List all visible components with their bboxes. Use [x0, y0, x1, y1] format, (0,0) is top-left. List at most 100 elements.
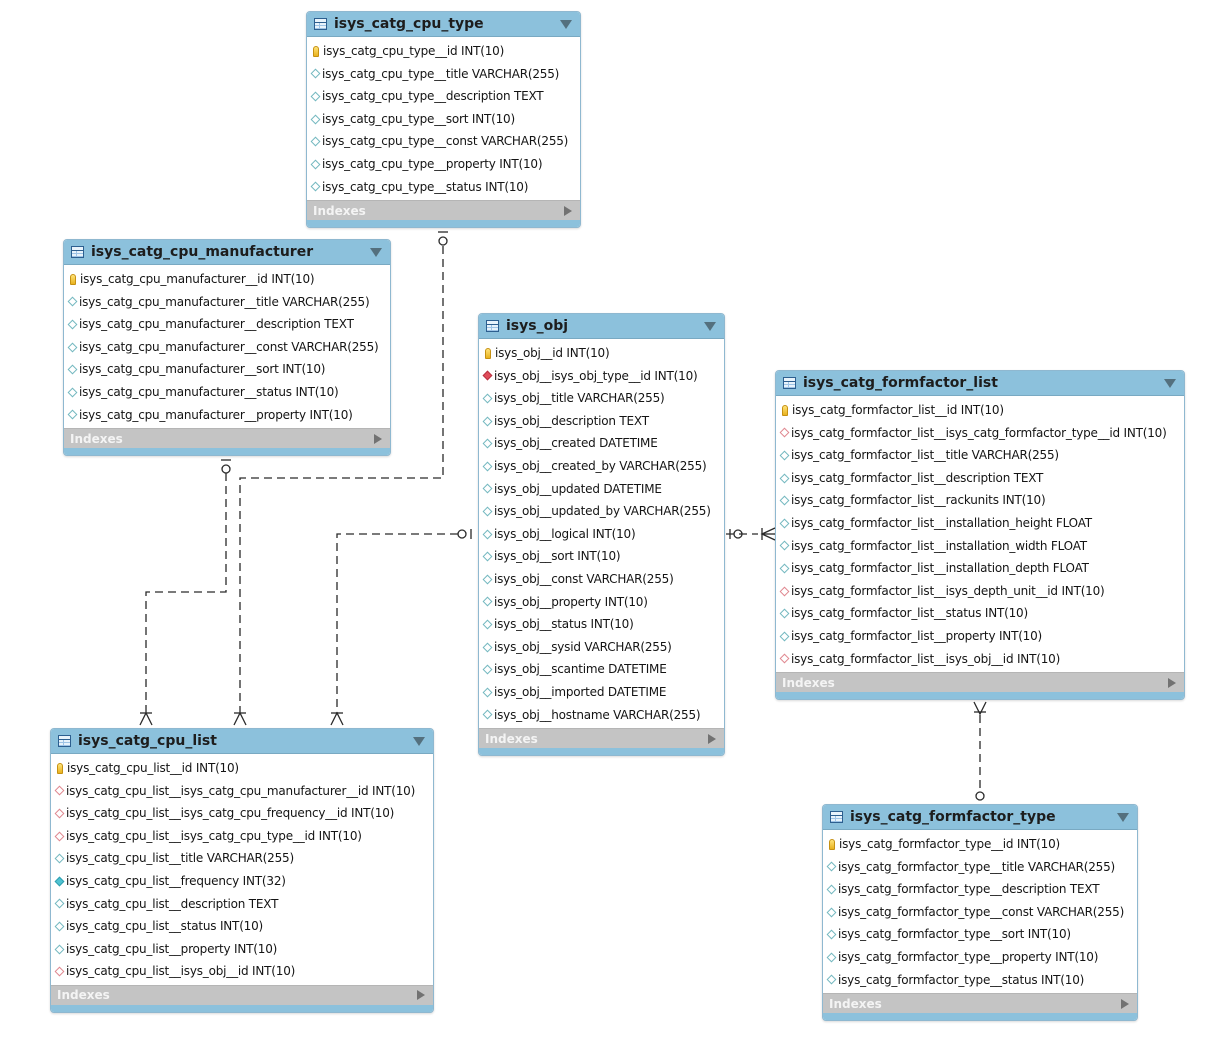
- table-column-row[interactable]: isys_catg_cpu_list__status INT(10): [51, 915, 433, 938]
- table-column-row[interactable]: isys_catg_cpu_list__description TEXT: [51, 893, 433, 916]
- expand-arrow-icon[interactable]: [708, 733, 716, 744]
- column-icon: [482, 461, 493, 472]
- column-label: isys_catg_cpu_list__title VARCHAR(255): [66, 851, 294, 866]
- table-column-row[interactable]: isys_catg_formfactor_list__title VARCHAR…: [776, 444, 1184, 467]
- table-column-row[interactable]: isys_catg_cpu_type__status INT(10): [307, 176, 580, 199]
- table-column-row[interactable]: isys_catg_cpu_manufacturer__const VARCHA…: [64, 336, 390, 359]
- collapse-arrow-icon[interactable]: [560, 19, 572, 29]
- table-column-row[interactable]: isys_catg_formfactor_list__description T…: [776, 467, 1184, 490]
- table-column-row[interactable]: isys_catg_formfactor_list__installation_…: [776, 535, 1184, 558]
- column-label: isys_catg_cpu_list__status INT(10): [66, 919, 264, 934]
- table-column-row[interactable]: isys_catg_formfactor_list__installation_…: [776, 512, 1184, 535]
- table-column-row[interactable]: isys_catg_formfactor_list__isys_catg_for…: [776, 422, 1184, 445]
- table-column-row[interactable]: isys_catg_cpu_list__isys_catg_cpu_freque…: [51, 802, 433, 825]
- expand-arrow-icon[interactable]: [374, 433, 382, 444]
- collapse-arrow-icon[interactable]: [1164, 378, 1176, 388]
- table-column-row[interactable]: isys_obj__imported DATETIME: [479, 681, 724, 704]
- table-column-row[interactable]: isys_obj__logical INT(10): [479, 523, 724, 546]
- table-column-row[interactable]: isys_obj__sysid VARCHAR(255): [479, 636, 724, 659]
- table-column-row[interactable]: isys_obj__property INT(10): [479, 591, 724, 614]
- table-column-row[interactable]: isys_obj__updated_by VARCHAR(255): [479, 500, 724, 523]
- expand-arrow-icon[interactable]: [1168, 677, 1176, 688]
- indexes-section[interactable]: Indexes: [307, 200, 580, 221]
- collapse-arrow-icon[interactable]: [413, 736, 425, 746]
- table-column-row[interactable]: isys_catg_formfactor_type__property INT(…: [823, 946, 1137, 969]
- table-column-row[interactable]: isys_catg_formfactor_list__status INT(10…: [776, 602, 1184, 625]
- table-isys-catg-formfactor-list[interactable]: isys_catg_formfactor_list isys_catg_form…: [775, 370, 1185, 701]
- table-header[interactable]: isys_catg_formfactor_list: [776, 371, 1184, 396]
- table-header[interactable]: isys_catg_cpu_manufacturer: [64, 240, 390, 265]
- foreign-key-required-icon: [482, 370, 493, 381]
- table-column-row[interactable]: isys_catg_cpu_type__const VARCHAR(255): [307, 130, 580, 153]
- table-column-row[interactable]: isys_catg_formfactor_type__description T…: [823, 878, 1137, 901]
- table-isys-catg-cpu-manufacturer[interactable]: isys_catg_cpu_manufacturer isys_catg_cpu…: [63, 239, 391, 457]
- table-isys-catg-cpu-list[interactable]: isys_catg_cpu_list isys_catg_cpu_list__i…: [50, 728, 434, 1013]
- column-label: isys_catg_formfactor_list__status INT(10…: [791, 606, 1028, 621]
- table-column-row[interactable]: isys_catg_cpu_manufacturer__title VARCHA…: [64, 291, 390, 314]
- table-header[interactable]: isys_catg_formfactor_type: [823, 805, 1137, 830]
- table-column-row[interactable]: isys_obj__sort INT(10): [479, 545, 724, 568]
- table-column-row[interactable]: isys_catg_cpu_manufacturer__sort INT(10): [64, 358, 390, 381]
- table-column-row[interactable]: isys_catg_cpu_manufacturer__description …: [64, 313, 390, 336]
- table-column-row[interactable]: isys_obj__description TEXT: [479, 410, 724, 433]
- table-column-row[interactable]: isys_catg_formfactor_type__title VARCHAR…: [823, 856, 1137, 879]
- indexes-section[interactable]: Indexes: [479, 728, 724, 749]
- table-header[interactable]: isys_catg_cpu_list: [51, 729, 433, 754]
- table-column-row[interactable]: isys_catg_cpu_list__title VARCHAR(255): [51, 847, 433, 870]
- table-column-row[interactable]: isys_catg_formfactor_list__id INT(10): [776, 399, 1184, 422]
- table-column-row[interactable]: isys_obj__const VARCHAR(255): [479, 568, 724, 591]
- table-column-row[interactable]: isys_catg_cpu_manufacturer__property INT…: [64, 404, 390, 427]
- table-column-row[interactable]: isys_obj__scantime DATETIME: [479, 658, 724, 681]
- expand-arrow-icon[interactable]: [564, 205, 572, 216]
- table-isys-catg-cpu-type[interactable]: isys_catg_cpu_type isys_catg_cpu_type__i…: [306, 11, 581, 229]
- table-column-row[interactable]: isys_obj__status INT(10): [479, 613, 724, 636]
- table-column-row[interactable]: isys_obj__isys_obj_type__id INT(10): [479, 365, 724, 388]
- table-column-row[interactable]: isys_obj__created_by VARCHAR(255): [479, 455, 724, 478]
- table-column-row[interactable]: isys_obj__title VARCHAR(255): [479, 387, 724, 410]
- table-column-row[interactable]: isys_catg_formfactor_list__rackunits INT…: [776, 489, 1184, 512]
- table-column-row[interactable]: isys_obj__created DATETIME: [479, 432, 724, 455]
- table-column-row[interactable]: isys_catg_formfactor_list__isys_depth_un…: [776, 580, 1184, 603]
- table-column-row[interactable]: isys_catg_cpu_type__id INT(10): [307, 40, 580, 63]
- table-column-row[interactable]: isys_catg_cpu_manufacturer__id INT(10): [64, 268, 390, 291]
- table-column-row[interactable]: isys_catg_cpu_list__isys_catg_cpu_type__…: [51, 825, 433, 848]
- relation-cpu-manufacturer-to-cpu-list: [145, 473, 227, 713]
- table-column-row[interactable]: isys_obj__hostname VARCHAR(255): [479, 704, 724, 727]
- column-icon: [54, 944, 65, 954]
- table-column-row[interactable]: isys_catg_formfactor_type__status INT(10…: [823, 969, 1137, 992]
- table-column-row[interactable]: isys_catg_cpu_type__property INT(10): [307, 153, 580, 176]
- table-column-row[interactable]: isys_catg_cpu_list__property INT(10): [51, 938, 433, 961]
- table-isys-catg-formfactor-type[interactable]: isys_catg_formfactor_type isys_catg_form…: [822, 804, 1138, 1022]
- table-column-row[interactable]: isys_catg_formfactor_list__isys_obj__id …: [776, 648, 1184, 671]
- table-column-row[interactable]: isys_catg_cpu_type__title VARCHAR(255): [307, 63, 580, 86]
- table-column-row[interactable]: isys_catg_cpu_type__sort INT(10): [307, 108, 580, 131]
- indexes-section[interactable]: Indexes: [51, 984, 433, 1005]
- expand-arrow-icon[interactable]: [417, 990, 425, 1001]
- table-header[interactable]: isys_obj: [479, 314, 724, 339]
- table-column-row[interactable]: isys_catg_formfactor_list__installation_…: [776, 557, 1184, 580]
- table-column-row[interactable]: isys_catg_formfactor_type__id INT(10): [823, 833, 1137, 856]
- table-column-row[interactable]: isys_catg_formfactor_type__sort INT(10): [823, 923, 1137, 946]
- table-column-row[interactable]: isys_catg_cpu_type__description TEXT: [307, 85, 580, 108]
- table-column-row[interactable]: isys_catg_cpu_list__id INT(10): [51, 757, 433, 780]
- table-column-row[interactable]: isys_catg_cpu_list__isys_catg_cpu_manufa…: [51, 780, 433, 803]
- column-icon: [826, 861, 837, 872]
- indexes-section[interactable]: Indexes: [64, 428, 390, 449]
- table-column-row[interactable]: isys_catg_formfactor_type__const VARCHAR…: [823, 901, 1137, 924]
- indexes-section[interactable]: Indexes: [776, 672, 1184, 693]
- table-column-row[interactable]: isys_obj__id INT(10): [479, 342, 724, 365]
- table-header[interactable]: isys_catg_cpu_type: [307, 12, 580, 37]
- collapse-arrow-icon[interactable]: [1117, 812, 1129, 822]
- table-column-row[interactable]: isys_catg_cpu_manufacturer__status INT(1…: [64, 381, 390, 404]
- column-icon: [310, 136, 321, 147]
- table-column-row[interactable]: isys_catg_formfactor_list__property INT(…: [776, 625, 1184, 648]
- indexes-label: Indexes: [313, 203, 366, 218]
- collapse-arrow-icon[interactable]: [704, 321, 716, 331]
- collapse-arrow-icon[interactable]: [370, 247, 382, 257]
- table-isys-obj[interactable]: isys_obj isys_obj__id INT(10)isys_obj__i…: [478, 313, 725, 757]
- expand-arrow-icon[interactable]: [1121, 998, 1129, 1009]
- table-column-row[interactable]: isys_catg_cpu_list__frequency INT(32): [51, 870, 433, 893]
- table-column-row[interactable]: isys_obj__updated DATETIME: [479, 478, 724, 501]
- indexes-section[interactable]: Indexes: [823, 993, 1137, 1014]
- table-column-row[interactable]: isys_catg_cpu_list__isys_obj__id INT(10): [51, 960, 433, 983]
